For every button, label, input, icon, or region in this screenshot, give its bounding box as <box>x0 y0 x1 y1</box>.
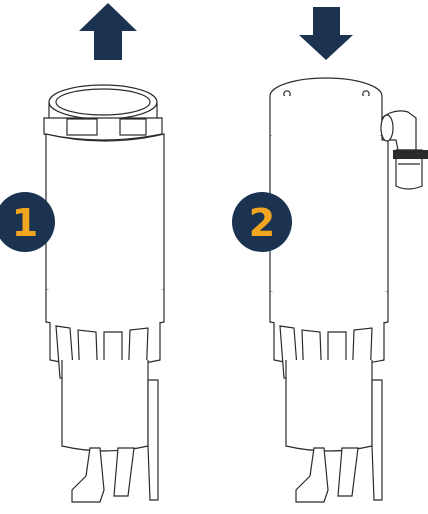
step-badge-2-circle <box>232 192 292 252</box>
arrow-up-icon <box>79 3 137 60</box>
step-number-2: 2 <box>249 201 275 245</box>
step-badge-1: 1 <box>0 192 55 252</box>
arrow-down-icon <box>299 7 353 60</box>
filter-housing-unit-2 <box>269 77 428 503</box>
filter-cartridge-unit-1 <box>43 84 165 503</box>
step-badge-2: 2 <box>232 192 292 252</box>
step-number-1: 1 <box>12 201 38 245</box>
step-badge-1-circle <box>0 192 55 252</box>
